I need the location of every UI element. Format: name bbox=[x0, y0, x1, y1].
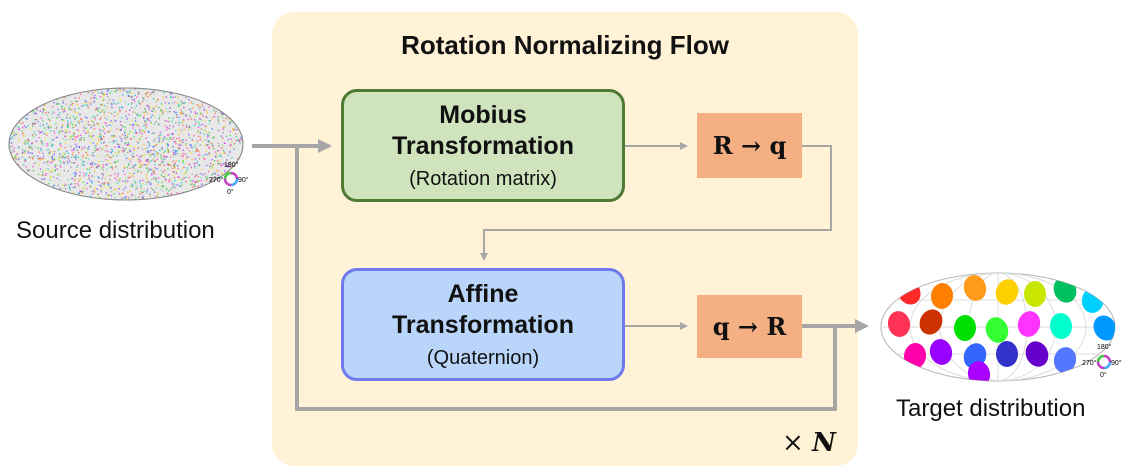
r-to-q-box: R → q bbox=[697, 113, 802, 178]
target-blob bbox=[1093, 315, 1115, 341]
target-blob bbox=[1017, 311, 1041, 337]
target-compass: 180° 270° 90° 0° bbox=[1082, 343, 1122, 379]
mobius-subtitle: (Rotation matrix) bbox=[409, 168, 557, 190]
target-blob bbox=[1049, 313, 1073, 339]
affine-title-line1: Affine bbox=[447, 280, 519, 308]
target-label: Target distribution bbox=[896, 395, 1086, 422]
target-blob bbox=[995, 341, 1019, 367]
target-blob bbox=[1053, 347, 1077, 373]
source-compass-bottom: 0° bbox=[227, 188, 234, 196]
target-blob bbox=[919, 309, 943, 335]
affine-transformation-box: Affine Transformation (Quaternion) bbox=[341, 268, 625, 381]
target-blob bbox=[887, 311, 911, 337]
target-distribution-plot: 180° 270° 90° 0° bbox=[880, 272, 1122, 382]
target-blob bbox=[1023, 281, 1047, 307]
q-to-r-box: q → R bbox=[697, 295, 802, 358]
target-blob bbox=[953, 315, 977, 341]
target-blob bbox=[995, 279, 1019, 305]
target-compass-right: 90° bbox=[1111, 359, 1122, 367]
target-blob bbox=[929, 339, 953, 365]
source-compass-right: 90° bbox=[238, 176, 249, 184]
panel-title: Rotation Normalizing Flow bbox=[401, 30, 729, 60]
source-compass: 180° 270° 90° 0° bbox=[209, 161, 249, 196]
skip-connection bbox=[295, 146, 837, 411]
affine-title-line2: Transformation bbox=[392, 311, 574, 339]
mobius-title-line1: Mobius bbox=[439, 101, 527, 129]
repeat-n-label: × N bbox=[782, 428, 836, 458]
target-blob bbox=[1025, 341, 1049, 367]
target-blob bbox=[963, 275, 987, 301]
flow-panel bbox=[272, 12, 858, 466]
target-blob bbox=[930, 283, 954, 309]
arrow-rq-to-affine bbox=[480, 145, 832, 261]
mobius-title-line2: Transformation bbox=[392, 132, 574, 160]
source-distribution-plot: 180° 270° 90° 0° bbox=[8, 87, 249, 201]
target-compass-left: 270° bbox=[1082, 359, 1097, 367]
affine-subtitle: (Quaternion) bbox=[426, 347, 540, 369]
target-compass-bottom: 0° bbox=[1100, 371, 1107, 379]
source-compass-left: 270° bbox=[209, 176, 224, 184]
source-compass-top: 180° bbox=[224, 161, 239, 169]
mobius-transformation-box: Mobius Transformation (Rotation matrix) bbox=[341, 89, 625, 202]
target-blob bbox=[985, 317, 1009, 343]
target-compass-top: 180° bbox=[1097, 343, 1112, 351]
source-label: Source distribution bbox=[16, 217, 215, 244]
